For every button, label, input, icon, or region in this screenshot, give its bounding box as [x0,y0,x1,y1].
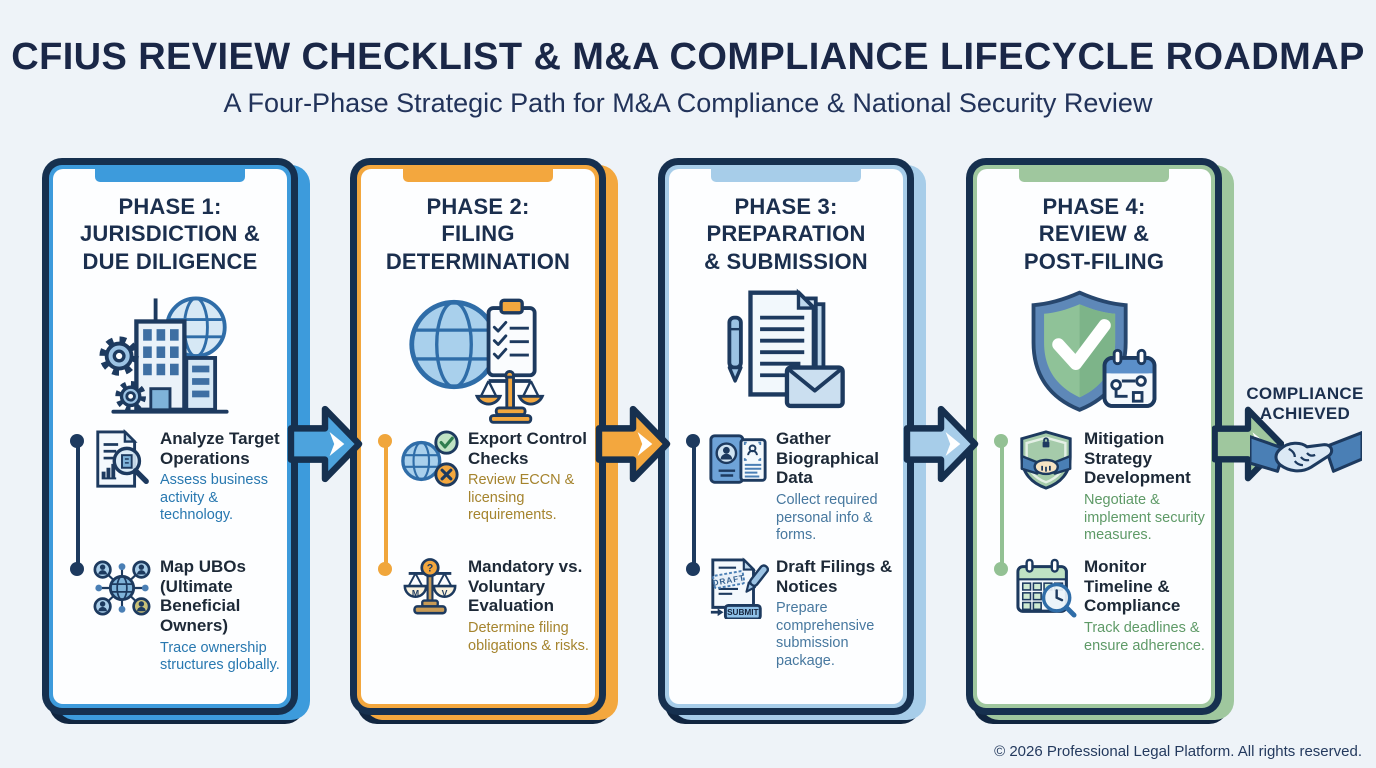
phase-2-card: PHASE 2: FILING DETERMINATION [350,158,606,715]
phase-2-accent-frame: PHASE 2: FILING DETERMINATION [357,165,599,708]
phase-3-title: PHASE 3: PREPARATION & SUBMISSION [669,193,903,275]
timeline-line [384,443,388,569]
phase-2-body: PHASE 2: FILING DETERMINATION [361,169,595,704]
svg-text:V: V [442,588,448,598]
phase-title-line: DETERMINATION [385,248,571,274]
item-title: Export Control Checks [468,429,587,468]
svg-text:M: M [412,588,419,598]
page-title: CFIUS REVIEW CHECKLIST & M&A COMPLIANCE … [11,36,1365,78]
item-desc: Assess business activity & technology. [160,472,268,524]
calendar-clock-magnifier-icon [1015,557,1077,624]
phase-4-card: PHASE 4: REVIEW & POST-FILING [966,158,1222,715]
footer-copyright: © 2026 Professional Legal Platform. All … [994,743,1362,760]
phase-1-title: PHASE 1: JURISDICTION & DUE DILIGENCE [53,193,287,275]
timeline-dot [70,562,84,576]
timeline-dot [686,434,700,448]
timeline-line [1000,443,1004,569]
phase-1-body: PHASE 1: JURISDICTION & DUE DILIGENCE [53,169,287,704]
item-desc: Review ECCN & licensing requirements. [468,472,575,524]
phase-4-title: PHASE 4: REVIEW & POST-FILING [977,193,1211,275]
clipboard-tab [403,169,553,182]
page-subtitle: A Four-Phase Strategic Path for M&A Comp… [223,88,1153,118]
phase-title-line: JURISDICTION & [79,221,261,247]
outcome-label: COMPLIANCE ACHIEVED [1246,384,1364,424]
item-desc: Collect required personal info & forms. [776,492,878,543]
shield-handshake-icon [1015,429,1077,496]
phase-1-accent-frame: PHASE 1: JURISDICTION & DUE DILIGENCE [49,165,291,708]
phase-4-accent-frame: PHASE 4: REVIEW & POST-FILING [973,165,1215,708]
phase-title-line: POST-FILING [1023,248,1165,274]
timeline-dot [70,434,84,448]
clipboard-tab [711,169,861,182]
shield-check-calendar-icon [977,285,1211,429]
phase-title-line: REVIEW & [1038,221,1150,247]
globe-clipboard-scales-icon [361,285,595,429]
checklist-item: M V ? Mandatory vs. Voluntary Evaluation… [361,557,589,655]
item-title: Mandatory vs. Voluntary Evaluation [468,557,583,616]
document-magnifier-icon [91,428,153,496]
checklist-item: Export Control Checks Review ECCN & lice… [361,429,589,525]
checklist-item: Monitor Timeline & Compliance Track dead… [977,557,1205,655]
globe-check-x-icon [399,429,461,496]
phase-1-to-2-arrow-icon [286,398,364,490]
checklist-item: Mitigation Strategy Development Negotiat… [977,429,1205,544]
item-desc: Trace ownership structures globally. [160,639,280,674]
timeline-line [692,443,696,569]
phase-title-line: & SUBMISSION [704,248,868,274]
draft-submit-icon: DRAFT SUBMIT [707,557,770,624]
checklist-item: Analyze Target Operations Assess busines… [53,428,281,525]
checklist-item: Map UBOs (Ultimate Beneficial Owners) Tr… [53,557,281,675]
svg-text:?: ? [427,563,434,575]
phase-2-to-3-arrow-icon [594,398,672,490]
phase-title-line: PHASE 4: [1042,194,1146,219]
checklist-item: DRAFT SUBMIT Dr [669,557,897,670]
checklist-item: Gather Biographical Data Collect require… [669,429,897,544]
clipboard-tab [95,169,245,182]
item-title: Draft Filings & Notices [776,557,893,596]
timeline-dot [378,434,392,448]
phase-4-body: PHASE 4: REVIEW & POST-FILING [977,169,1211,704]
scales-question-icon: M V ? [399,557,461,624]
phase-title-line: PHASE 3: [734,194,838,219]
phase-3-body: PHASE 3: PREPARATION & SUBMISSION [669,169,903,704]
phase-title-line: PHASE 1: [118,194,222,219]
phase-3-to-4-arrow-icon [902,398,980,490]
timeline-dot [378,562,392,576]
phase-title-line: PREPARATION [706,221,866,247]
item-title: Analyze Target Operations [160,429,280,468]
handshake-icon [1248,420,1364,499]
item-desc: Negotiate & implement security measures. [1084,492,1205,543]
ubo-network-icon [91,557,153,624]
timeline-dot [994,562,1008,576]
phase-title-line: DUE DILIGENCE [82,248,258,274]
item-title: Mitigation Strategy Development [1084,429,1191,488]
phase-title-line: PHASE 2: [426,194,530,219]
item-desc: Track deadlines & ensure adherence. [1084,620,1205,654]
item-desc: Determine filing obligations & risks. [468,620,589,654]
phase-2-title: PHASE 2: FILING DETERMINATION [361,193,595,275]
clipboard-tab [1019,169,1169,182]
phase-title-line: FILING [441,221,515,247]
timeline-dot [686,562,700,576]
timeline-dot [994,434,1008,448]
building-gears-globe-icon [53,285,287,429]
phase-3-card: PHASE 3: PREPARATION & SUBMISSION [658,158,914,715]
timeline-line [76,443,80,569]
svg-text:SUBMIT: SUBMIT [727,608,759,617]
item-title: Monitor Timeline & Compliance [1084,557,1181,616]
phase-3-accent-frame: PHASE 3: PREPARATION & SUBMISSION [665,165,907,708]
passport-id-icon [707,429,769,496]
item-title: Gather Biographical Data [776,429,879,488]
documents-pen-envelope-icon [669,285,903,429]
item-desc: Prepare comprehensive submission package… [776,600,875,669]
phase-1-card: PHASE 1: JURISDICTION & DUE DILIGENCE [42,158,298,715]
item-title: Map UBOs (Ultimate Beneficial Owners) [160,557,246,636]
